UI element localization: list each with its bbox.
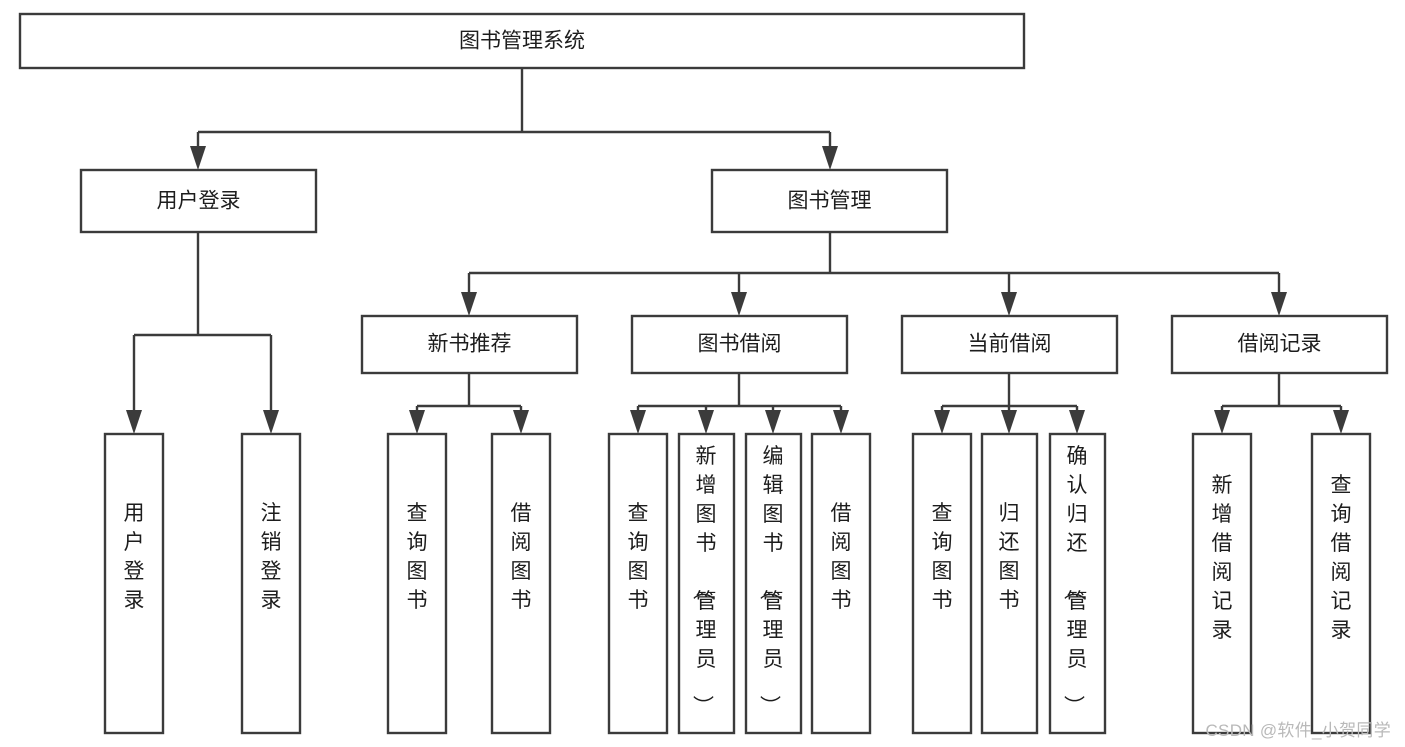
root-box[interactable] bbox=[18, 12, 1026, 70]
arrow-book-borrow-leaf2 bbox=[698, 410, 714, 434]
arrow-book-borrow-leaf4 bbox=[833, 410, 849, 434]
connectors-borrow-records-to-leaves bbox=[1214, 373, 1349, 434]
leaf-node-borrow-book-recommend[interactable]: 借阅图书 bbox=[490, 432, 552, 735]
arrow-user-login-leaf2 bbox=[263, 410, 279, 434]
arrow-to-book-borrow bbox=[731, 292, 747, 316]
node-book-management[interactable]: 图书管理 bbox=[710, 168, 949, 234]
leaf-label-vertical: 查询图书 bbox=[932, 502, 953, 612]
leaf-label-vertical: 查询图书 bbox=[628, 502, 649, 612]
leaf-label-vertical: 确认归还（管理员） bbox=[1062, 445, 1088, 716]
leaf-node-add-borrow-record[interactable]: 新增借阅记录 bbox=[1191, 432, 1253, 735]
root-label: 图书管理系统 bbox=[459, 30, 585, 53]
borrow-records-box[interactable] bbox=[1170, 314, 1389, 375]
leaf-label-vertical: 用户登录 bbox=[124, 502, 145, 612]
leaf-label-vertical: 查询图书 bbox=[407, 502, 428, 612]
leaf-label-vertical: 新增图书（管理员） bbox=[691, 445, 717, 716]
current-borrow-label: 当前借阅 bbox=[968, 333, 1052, 356]
leaf-box[interactable] bbox=[1310, 432, 1372, 735]
book-borrow-box[interactable] bbox=[630, 314, 849, 375]
leaf-node-return-book[interactable]: 归还图书 bbox=[980, 432, 1039, 735]
leaf-box[interactable] bbox=[980, 432, 1039, 735]
leaf-box[interactable] bbox=[1191, 432, 1253, 735]
leaf-box[interactable] bbox=[490, 432, 552, 735]
connectors-book-borrow-to-leaves bbox=[630, 373, 849, 434]
node-root-book-management-system[interactable]: 图书管理系统 bbox=[18, 12, 1026, 70]
leaf-node-add-book-admin[interactable]: 新增图书（管理员） bbox=[677, 432, 736, 735]
leaf-box[interactable] bbox=[1048, 432, 1107, 735]
leaf-box[interactable] bbox=[911, 432, 973, 735]
csdn-watermark: CSDN @软件_小贺同学 bbox=[1205, 721, 1391, 740]
connectors-new-book-to-leaves bbox=[409, 373, 529, 434]
leaf-label-vertical: 新增借阅记录 bbox=[1212, 474, 1233, 642]
leaf-node-query-borrow-record[interactable]: 查询借阅记录 bbox=[1310, 432, 1372, 735]
leaf-label-vertical: 借阅图书 bbox=[831, 502, 852, 612]
borrow-records-label: 借阅记录 bbox=[1238, 333, 1322, 356]
leaf-node-confirm-return-admin[interactable]: 确认归还（管理员） bbox=[1048, 432, 1107, 735]
arrow-book-borrow-leaf1 bbox=[630, 410, 646, 434]
leaf-node-user-logout[interactable]: 注销登录 bbox=[240, 432, 302, 735]
arrow-new-book-leaf2 bbox=[513, 410, 529, 434]
arrow-to-user-login bbox=[190, 146, 206, 170]
current-borrow-box[interactable] bbox=[900, 314, 1119, 375]
node-new-book-recommend[interactable]: 新书推荐 bbox=[360, 314, 579, 375]
connectors-book-mgmt-to-level3 bbox=[461, 232, 1287, 316]
leaf-node-user-login-login[interactable]: 用户登录 bbox=[103, 432, 165, 735]
node-book-borrow[interactable]: 图书借阅 bbox=[630, 314, 849, 375]
arrow-user-login-leaf1 bbox=[126, 410, 142, 434]
leaf-box[interactable] bbox=[810, 432, 872, 735]
arrow-book-borrow-leaf3 bbox=[765, 410, 781, 434]
arrow-new-book-leaf1 bbox=[409, 410, 425, 434]
leaf-node-query-book-recommend[interactable]: 查询图书 bbox=[386, 432, 448, 735]
leaf-node-edit-book-admin[interactable]: 编辑图书（管理员） bbox=[744, 432, 803, 735]
book-borrow-label: 图书借阅 bbox=[698, 333, 782, 356]
connectors-user-login-to-leaves bbox=[126, 232, 279, 434]
arrow-to-new-book bbox=[461, 292, 477, 316]
new-book-recommend-label: 新书推荐 bbox=[428, 333, 512, 356]
leaf-label-vertical: 查询借阅记录 bbox=[1331, 474, 1352, 642]
node-current-borrow[interactable]: 当前借阅 bbox=[900, 314, 1119, 375]
leaf-label-vertical: 注销登录 bbox=[261, 502, 282, 612]
leaf-label-vertical: 编辑图书（管理员） bbox=[758, 445, 784, 716]
connectors-root-to-level2 bbox=[190, 68, 838, 170]
node-user-login[interactable]: 用户登录 bbox=[79, 168, 318, 234]
leaf-label-vertical: 归还图书 bbox=[999, 502, 1020, 612]
leaf-node-query-book-borrow[interactable]: 查询图书 bbox=[607, 432, 669, 735]
arrow-current-borrow-leaf1 bbox=[934, 410, 950, 434]
connectors-current-borrow-to-leaves bbox=[934, 373, 1085, 434]
book-management-box[interactable] bbox=[710, 168, 949, 234]
leaf-box[interactable] bbox=[103, 432, 165, 735]
book-management-label: 图书管理 bbox=[788, 190, 872, 213]
arrow-current-borrow-leaf2 bbox=[1001, 410, 1017, 434]
leaf-box[interactable] bbox=[744, 432, 803, 735]
arrow-borrow-records-leaf2 bbox=[1333, 410, 1349, 434]
leaf-box[interactable] bbox=[386, 432, 448, 735]
user-login-box[interactable] bbox=[79, 168, 318, 234]
leaf-label-vertical: 借阅图书 bbox=[511, 502, 532, 612]
leaf-box[interactable] bbox=[677, 432, 736, 735]
arrow-to-borrow-records bbox=[1271, 292, 1287, 316]
leaf-box[interactable] bbox=[240, 432, 302, 735]
user-login-label: 用户登录 bbox=[157, 190, 241, 213]
new-book-recommend-box[interactable] bbox=[360, 314, 579, 375]
leaf-node-query-book-current[interactable]: 查询图书 bbox=[911, 432, 973, 735]
leaf-box[interactable] bbox=[607, 432, 669, 735]
arrow-current-borrow-leaf3 bbox=[1069, 410, 1085, 434]
arrow-to-book-mgmt bbox=[822, 146, 838, 170]
leaf-node-borrow-book[interactable]: 借阅图书 bbox=[810, 432, 872, 735]
arrow-borrow-records-leaf1 bbox=[1214, 410, 1230, 434]
node-borrow-records[interactable]: 借阅记录 bbox=[1170, 314, 1389, 375]
arrow-to-current-borrow bbox=[1001, 292, 1017, 316]
